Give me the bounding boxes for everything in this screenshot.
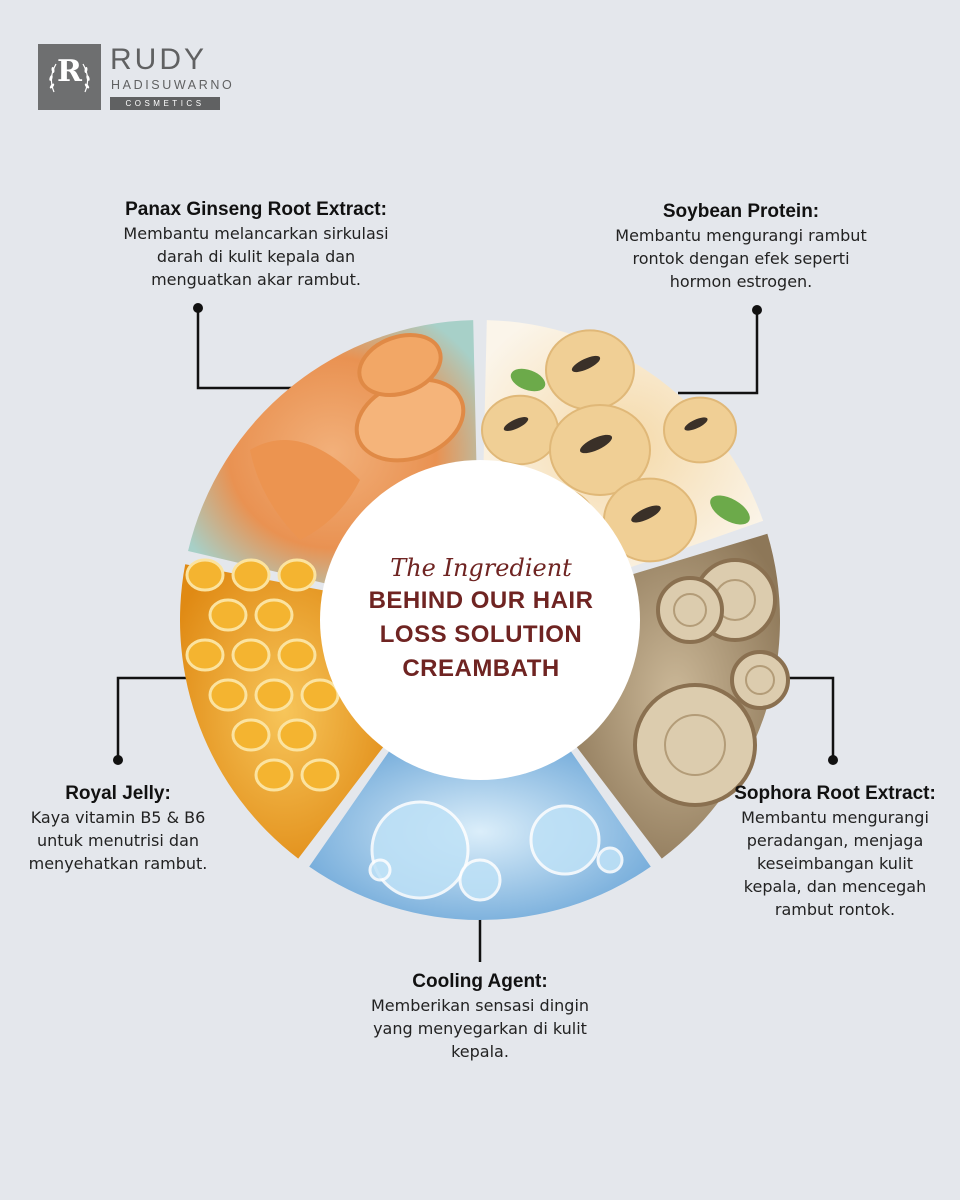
soybean-shape	[549, 404, 651, 496]
sophora-title: Sophora Root Extract:	[734, 783, 936, 804]
center-disc	[320, 460, 640, 780]
sophora-label: Sophora Root Extract: Membantu mengurang…	[730, 782, 940, 921]
center-line-1: BEHIND OUR HAIR	[368, 587, 594, 614]
soybean-hilum	[684, 417, 708, 431]
honeycomb-cell	[277, 638, 317, 672]
ginseng-title: Panax Ginseng Root Extract:	[125, 199, 387, 220]
soybean-hilum	[579, 434, 613, 454]
soybean-hilum	[571, 355, 601, 373]
cooling-desc: Memberikan sensasi dingin yang menyegark…	[370, 996, 590, 1061]
ginseng-root	[250, 440, 360, 540]
center-title: The Ingredient BEHIND OUR HAIR LOSS SOLU…	[340, 552, 622, 686]
honeycomb-cell	[208, 678, 248, 712]
honeycomb-cell	[277, 558, 317, 592]
sophora-ring	[745, 665, 775, 695]
water-bubble	[370, 800, 470, 900]
ginseng-dot	[193, 303, 203, 313]
sophora-ring	[664, 714, 726, 776]
honeycomb-cell	[277, 718, 317, 752]
soybean-title: Soybean Protein:	[662, 201, 820, 222]
jelly-connector	[116, 676, 190, 760]
leaf-shape	[710, 495, 750, 525]
soybean-desc: Membantu mengurangi rambut rontok dengan…	[615, 226, 867, 291]
brand-tagline: COSMETICS	[110, 97, 220, 110]
jelly-title: Royal Jelly:	[65, 783, 171, 804]
brand-name: RUDY	[110, 43, 208, 76]
soybean-dot	[752, 305, 762, 315]
ginseng-connector	[196, 308, 300, 390]
soybean-hilum	[503, 417, 529, 431]
soybean-hilum	[631, 505, 661, 523]
honeycomb-cell	[300, 758, 340, 792]
honeycomb-cell	[300, 678, 340, 712]
center-script: The Ingredient	[390, 554, 572, 582]
soybean-shape	[663, 396, 737, 464]
sophora-dot	[828, 755, 838, 765]
soybean-connector	[678, 310, 759, 395]
sophora-slice	[730, 650, 790, 710]
brand-logo: R RUDY HADISUWARNO COSMETICS	[38, 43, 232, 110]
sophora-ring	[673, 593, 707, 627]
cooling-title: Cooling Agent:	[412, 971, 548, 992]
sophora-slice	[656, 576, 724, 644]
honeycomb-cell	[254, 758, 294, 792]
water-bubble	[529, 804, 601, 876]
honeycomb-cell	[231, 558, 271, 592]
honeycomb-cell	[254, 678, 294, 712]
water-bubble	[368, 858, 392, 882]
leaf-shape	[510, 368, 546, 392]
honeycomb-cell	[185, 558, 225, 592]
honeycomb-cell	[254, 598, 294, 632]
cooling-label: Cooling Agent: Memberikan sensasi dingin…	[350, 970, 610, 1063]
ginseng-desc: Membantu melancarkan sirkulasi darah di …	[123, 224, 389, 289]
sophora-slice	[633, 683, 757, 807]
logo-letter: R	[57, 54, 82, 89]
brand-subname: HADISUWARNO	[111, 78, 235, 92]
honeycomb-cell	[208, 598, 248, 632]
laurel-icon	[49, 63, 90, 93]
jelly-segment	[179, 564, 390, 859]
logo-emblem: R	[38, 44, 101, 110]
water-bubble	[596, 846, 624, 874]
water-bubble	[458, 858, 502, 902]
sophora-desc: Membantu mengurangi peradangan, menjaga …	[741, 808, 929, 919]
jelly-dot	[113, 755, 123, 765]
center-line-3: CREAMBATH	[402, 655, 560, 682]
ginseng-slice	[357, 333, 443, 397]
honeycomb-cell	[231, 718, 271, 752]
honeycomb-cell	[231, 638, 271, 672]
center-line-2: LOSS SOLUTION	[379, 621, 583, 648]
soybean-label: Soybean Protein: Membantu mengurangi ram…	[596, 200, 886, 293]
jelly-label: Royal Jelly: Kaya vitamin B5 & B6 untuk …	[18, 782, 218, 875]
soybean-shape	[545, 329, 635, 411]
ginseng-label: Panax Ginseng Root Extract: Membantu mel…	[96, 198, 416, 291]
soybean-shape	[481, 394, 559, 466]
jelly-desc: Kaya vitamin B5 & B6 untuk menutrisi dan…	[28, 808, 208, 873]
honeycomb-cell	[185, 638, 225, 672]
